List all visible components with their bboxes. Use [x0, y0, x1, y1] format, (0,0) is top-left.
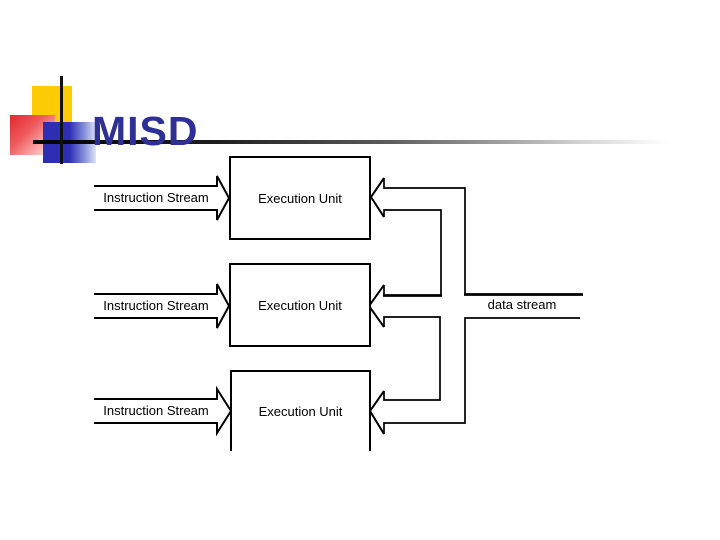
execution-unit-label-3: Execution Unit: [258, 404, 343, 419]
page-title: MISD: [92, 108, 199, 155]
instruction-stream-label-1: Instruction Stream: [103, 190, 209, 205]
execution-unit-label-2: Execution Unit: [258, 297, 342, 313]
execution-unit-label-1: Execution Unit: [258, 190, 342, 206]
instruction-stream-label-2: Instruction Stream: [103, 298, 209, 313]
channel-bottom-inner: [383, 316, 441, 401]
execution-unit-box-3: Execution Unit: [230, 370, 371, 451]
channel-top-inner: [383, 209, 442, 295]
data-arrowhead-box-1-icon: [369, 177, 385, 218]
data-arrowhead-box-2-icon: [367, 284, 385, 328]
execution-unit-box-1: Execution Unit: [229, 156, 371, 240]
data-arrowhead-box-3-icon: [368, 390, 385, 435]
title-underline-rule: [33, 140, 670, 144]
instruction-stream-label-3: Instruction Stream: [103, 403, 209, 418]
data-stream-label: data stream: [487, 297, 557, 312]
execution-unit-box-2: Execution Unit: [229, 263, 371, 347]
channel-top-outer: [383, 178, 466, 294]
deco-vertical-line: [60, 76, 63, 164]
channel-bottom-outer: [383, 317, 580, 434]
